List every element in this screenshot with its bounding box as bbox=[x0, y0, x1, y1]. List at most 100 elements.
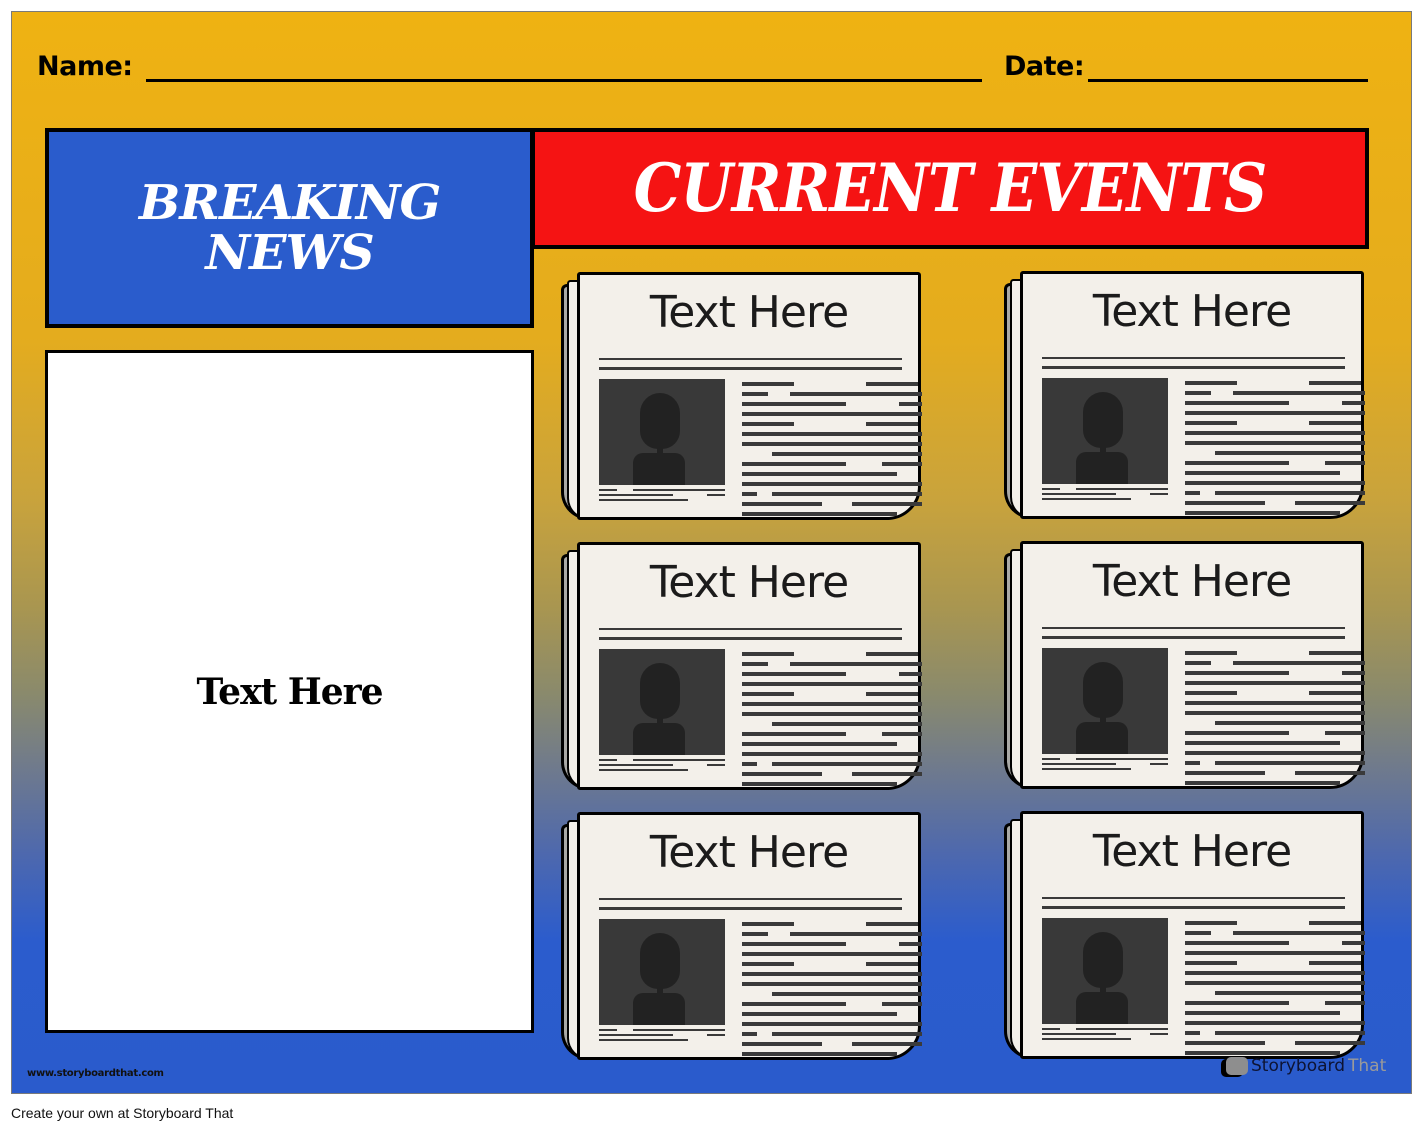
newspaper-title[interactable]: Text Here bbox=[649, 827, 849, 878]
article-text-line bbox=[1215, 721, 1365, 725]
article-text-line bbox=[1185, 941, 1289, 945]
newspaper-page: Text Here bbox=[1020, 271, 1365, 519]
newspaper-card[interactable]: Text Here bbox=[1004, 271, 1366, 521]
article-text-line bbox=[1215, 491, 1365, 495]
article-text-line bbox=[866, 652, 918, 656]
caption-line bbox=[707, 494, 725, 496]
newspaper-title[interactable]: Text Here bbox=[649, 287, 849, 338]
article-text-line bbox=[742, 772, 822, 776]
article-text-line bbox=[742, 702, 922, 706]
article-text-line bbox=[1185, 491, 1200, 495]
caption-line bbox=[599, 1034, 673, 1036]
article-text-line bbox=[742, 412, 922, 416]
article-text-line bbox=[742, 492, 757, 496]
article-text-line bbox=[1185, 731, 1289, 735]
article-text-line bbox=[1185, 471, 1340, 475]
article-text-line bbox=[1185, 1031, 1200, 1035]
caption-line bbox=[1042, 1038, 1131, 1040]
article-text-line bbox=[1185, 1021, 1365, 1025]
article-text-line bbox=[899, 672, 922, 676]
rule bbox=[599, 367, 902, 370]
caption-line bbox=[1076, 1028, 1168, 1030]
caption-line bbox=[1042, 768, 1131, 770]
caption-line bbox=[1076, 758, 1168, 760]
newspaper-page: Text Here bbox=[1020, 811, 1365, 1059]
caption-line bbox=[707, 764, 725, 766]
article-text-line bbox=[1215, 451, 1365, 455]
breaking-news-line1: BREAKING bbox=[138, 175, 441, 231]
article-text-line bbox=[1309, 381, 1361, 385]
article-text-line bbox=[742, 432, 922, 436]
article-text-line bbox=[742, 782, 897, 786]
article-text-line bbox=[790, 392, 922, 396]
article-text-line bbox=[1185, 1051, 1340, 1055]
caption-line bbox=[1150, 493, 1168, 495]
newspaper-title[interactable]: Text Here bbox=[1092, 556, 1292, 607]
newspaper-card[interactable]: Text Here bbox=[561, 812, 923, 1062]
newspaper-card[interactable]: Text Here bbox=[561, 542, 923, 792]
caption-line bbox=[1150, 763, 1168, 765]
article-text-line bbox=[1185, 951, 1365, 955]
article-text-line bbox=[899, 942, 922, 946]
newspaper-card[interactable]: Text Here bbox=[1004, 811, 1366, 1061]
article-text-line bbox=[1309, 691, 1361, 695]
newspaper-card[interactable]: Text Here bbox=[561, 272, 923, 522]
caption-line bbox=[633, 759, 725, 761]
article-text-line bbox=[742, 942, 846, 946]
current-events-banner: CURRENT EVENTS bbox=[533, 128, 1369, 249]
article-text-line bbox=[1185, 1041, 1265, 1045]
footer-link[interactable]: Create your own at Storyboard That bbox=[11, 1105, 234, 1121]
watermark-url: www.storyboardthat.com bbox=[27, 1068, 164, 1079]
article-text-line bbox=[742, 422, 794, 426]
article-text-line bbox=[1295, 771, 1365, 775]
article-text-line bbox=[1185, 461, 1289, 465]
article-text-line bbox=[742, 1002, 846, 1006]
article-text-line bbox=[866, 962, 918, 966]
article-text-line bbox=[1215, 1031, 1365, 1035]
article-text-line bbox=[1295, 501, 1365, 505]
main-text-placeholder: Text Here bbox=[196, 670, 384, 713]
article-text-line bbox=[1185, 741, 1340, 745]
caption-line bbox=[1042, 1033, 1116, 1035]
newspaper-page: Text Here bbox=[577, 272, 922, 520]
caption-line bbox=[1042, 763, 1116, 765]
article-text-line bbox=[742, 742, 897, 746]
rule bbox=[1042, 357, 1345, 359]
article-text-line bbox=[1185, 761, 1200, 765]
article-text-line bbox=[742, 962, 794, 966]
newspaper-title[interactable]: Text Here bbox=[1092, 826, 1292, 877]
article-text-line bbox=[1185, 441, 1365, 445]
article-text-line bbox=[742, 1042, 822, 1046]
article-text-line bbox=[742, 732, 846, 736]
article-text-line bbox=[1185, 481, 1365, 485]
main-text-box[interactable]: Text Here bbox=[45, 350, 534, 1033]
person-silhouette-icon bbox=[599, 379, 725, 485]
article-text-line bbox=[1325, 731, 1365, 735]
newspaper-page: Text Here bbox=[577, 542, 922, 790]
speech-bubble-icon bbox=[1226, 1057, 1248, 1075]
article-text-line bbox=[866, 922, 918, 926]
date-field-line[interactable] bbox=[1088, 79, 1368, 82]
article-text-line bbox=[772, 992, 922, 996]
newspaper-title[interactable]: Text Here bbox=[1092, 286, 1292, 337]
article-text-line bbox=[1295, 1041, 1365, 1045]
caption-line bbox=[633, 1029, 725, 1031]
article-text-line bbox=[772, 762, 922, 766]
person-silhouette-icon bbox=[1042, 918, 1168, 1024]
article-text-line bbox=[1233, 661, 1365, 665]
article-text-line bbox=[742, 762, 757, 766]
article-text-line bbox=[866, 422, 918, 426]
breaking-news-line2: NEWS bbox=[205, 225, 374, 281]
article-text-line bbox=[1185, 651, 1237, 655]
article-text-line bbox=[742, 392, 768, 396]
person-silhouette-icon bbox=[1042, 378, 1168, 484]
article-text-line bbox=[852, 502, 922, 506]
current-events-title: CURRENT EVENTS bbox=[633, 150, 1268, 227]
newspaper-title[interactable]: Text Here bbox=[649, 557, 849, 608]
article-text-line bbox=[742, 442, 922, 446]
newspaper-card[interactable]: Text Here bbox=[1004, 541, 1366, 791]
rule bbox=[599, 898, 902, 900]
article-text-line bbox=[742, 1032, 757, 1036]
name-field-line[interactable] bbox=[146, 79, 982, 82]
